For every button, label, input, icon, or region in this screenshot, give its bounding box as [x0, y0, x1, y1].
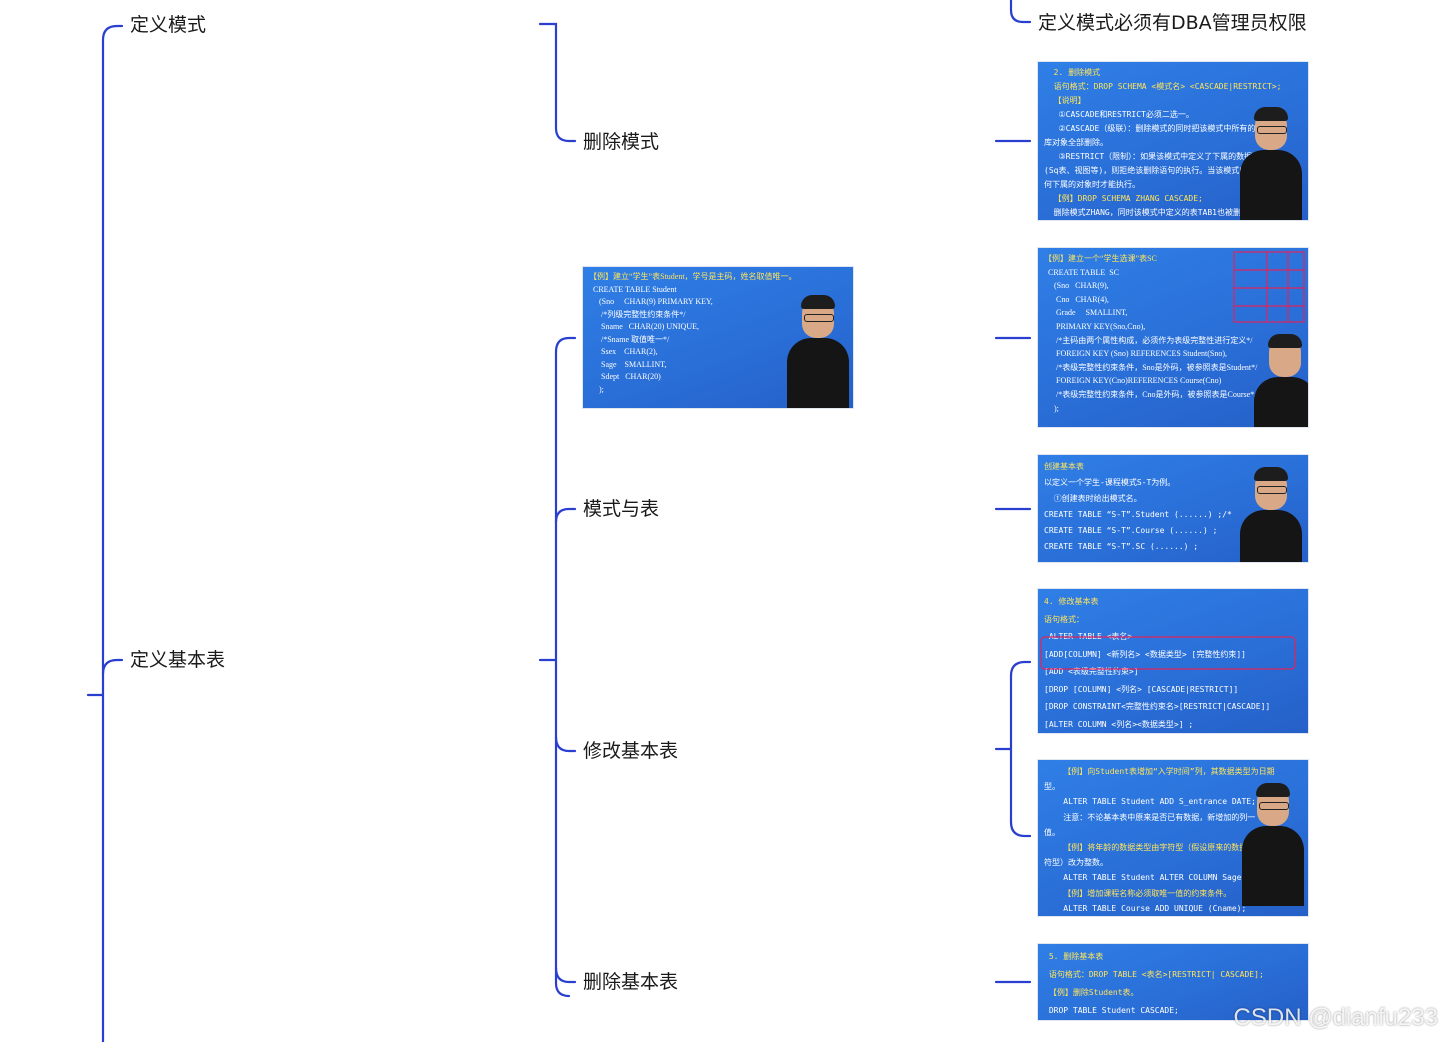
- slide-line: [ADD <表级完整性约束>]: [1044, 667, 1139, 676]
- slide-line: 注意：不论基本表中原来是否已有数据，新增加的列一: [1044, 812, 1256, 822]
- slide-line: [ADD[COLUMN] <新列名> <数据类型> [完整性约束]]: [1044, 649, 1246, 659]
- slide-line: );: [589, 384, 604, 394]
- slide-create-sc[interactable]: 【例】建立一个“学生选课”表SC CREATE TABLE SC (Sno CH…: [1038, 248, 1308, 427]
- slide-line: Ssex CHAR(2),: [589, 347, 658, 356]
- node-alter-table[interactable]: 修改基本表: [583, 740, 679, 762]
- slide-line: /*主码由两个属性构成，必须作为表级完整性进行定义*/: [1044, 335, 1253, 345]
- node-define-schema[interactable]: 定义模式: [130, 14, 207, 36]
- slide-line: 【例】建立“学生”表Student，学号是主码，姓名取值唯一。: [589, 272, 797, 281]
- slide-line: ②CASCADE（级联）：删除模式的同时把该模式中所有的数: [1044, 124, 1264, 133]
- presenter-image: [787, 295, 849, 408]
- slide-line: FOREIGN KEY (Sno) REFERENCES Student(Sno…: [1044, 349, 1228, 359]
- slide-text: 创建基本表以定义一个学生-课程模式S-T为例。 ①创建表时给出模式名。 CREAT…: [1044, 459, 1304, 555]
- slide-line: 何下属的对象时才能执行。: [1044, 180, 1140, 189]
- slide-line: Sname CHAR(20) UNIQUE,: [589, 322, 699, 331]
- connector-level1-trunk: [101, 24, 124, 1042]
- slide-line: ①CASCADE和RESTRICT必须二选一。: [1044, 110, 1194, 119]
- slide-line: Sdept CHAR(20): [589, 372, 661, 381]
- slide-line: /*Sname 取值唯一*/: [589, 334, 670, 344]
- slide-line: 语句格式：DROP TABLE <表名>[RESTRICT| CASCADE];: [1044, 970, 1264, 979]
- slide-text: 【例】建立“学生”表Student，学号是主码，姓名取值唯一。 CREATE T…: [589, 271, 849, 396]
- slide-line: /*表级完整性约束条件，Sno是外码，被参照表是Student*/: [1044, 362, 1258, 372]
- slide-line: 【例】将年龄的数据类型由字符型（假设原来的数据类型: [1044, 843, 1264, 853]
- slide-line: ALTER TABLE Course ADD UNIQUE (Cname);: [1044, 903, 1247, 913]
- connector-drop-table: [554, 966, 577, 984]
- node-define-table[interactable]: 定义基本表: [130, 649, 226, 671]
- slide-line: 【例】建立一个“学生选课”表SC: [1044, 254, 1157, 263]
- slide-line: 【例】增加课程名称必须取唯一值的约束条件。: [1044, 888, 1232, 898]
- slide-line: CREATE TABLE Student: [589, 284, 677, 294]
- slide-drop-schema[interactable]: 2. 删除模式 语句格式：DROP SCHEMA <模式名> <CASCADE|…: [1038, 62, 1308, 220]
- slide-line: DROP TABLE Student CASCADE;: [1044, 1006, 1179, 1015]
- slide-drop-table[interactable]: 5. 删除基本表 语句格式：DROP TABLE <表名>[RESTRICT| …: [1038, 944, 1308, 1020]
- connector-schema-and-table: [554, 507, 577, 524]
- slide-line: 2. 删除模式: [1044, 68, 1101, 77]
- slide-line: 库对象全部删除。: [1044, 138, 1108, 147]
- slide-line: CREATE TABLE “S-T”.Course (......) ;: [1044, 526, 1218, 535]
- slide-line: (Sno CHAR(9) PRIMARY KEY,: [589, 297, 713, 306]
- annotation-marks: [1040, 636, 1296, 670]
- slide-line: Grade SMALLINT,: [1044, 308, 1128, 318]
- slide-line: /*列级完整性约束条件*/: [589, 309, 686, 319]
- slide-text: 4. 修改基本表语句格式： ALTER TABLE <表名>[ADD[COLUM…: [1044, 593, 1304, 733]
- presenter-image: [1240, 467, 1302, 562]
- connector-define-table: [101, 658, 124, 676]
- slide-line: PRIMARY KEY(Sno,Cno),: [1044, 321, 1146, 331]
- slide-line: /*表级完整性约束条件，Cno是外码，被参照表是Course*/: [1044, 389, 1257, 399]
- slide-line: 符型）改为整数。: [1044, 858, 1108, 868]
- slide-line: [DROP [COLUMN] <列名> [CASCADE|RESTRICT]]: [1044, 684, 1239, 694]
- connector-level2-trunk: [554, 336, 577, 998]
- node-schema-and-table[interactable]: 模式与表: [583, 498, 660, 520]
- slide-line: 语句格式：DROP SCHEMA <模式名> <CASCADE|RESTRICT…: [1044, 82, 1282, 91]
- csdn-watermark: CSDN @dianfu233: [1233, 1004, 1438, 1031]
- slide-schema-table[interactable]: 创建基本表以定义一个学生-课程模式S-T为例。 ①创建表时给出模式名。 CREAT…: [1038, 455, 1308, 562]
- slide-alter-examples[interactable]: 【例】向Student表增加“入学时间”列，其数据类型为日期型。 ALTER T…: [1038, 760, 1308, 916]
- slide-text: 5. 删除基本表 语句格式：DROP TABLE <表名>[RESTRICT| …: [1044, 948, 1304, 1020]
- slide-line: (Sno CHAR(9),: [1044, 281, 1109, 291]
- slide-line: Cno CHAR(4),: [1044, 294, 1109, 304]
- connector-level2-trunk-upper: [538, 22, 577, 143]
- slide-line: 5. 删除基本表: [1044, 952, 1104, 961]
- slide-line: ①创建表时给出模式名。: [1044, 494, 1142, 503]
- slide-line: FOREIGN KEY(Cno)REFERENCES Course(Cno): [1044, 376, 1222, 386]
- slide-line: 以定义一个学生-课程模式S-T为例。: [1044, 478, 1176, 487]
- slide-line: ③RESTRICT（限制）：如果该模式中定义了下属的数据库对: [1044, 152, 1269, 161]
- connector-alter-branches: [1009, 660, 1032, 838]
- connector-dba-note: [1009, 0, 1032, 24]
- slide-create-student[interactable]: 【例】建立“学生”表Student，学号是主码，姓名取值唯一。 CREATE T…: [583, 267, 853, 408]
- slide-line: 值。: [1044, 827, 1060, 837]
- slide-line: (Sq表、视图等)，则拒绝该删除语句的执行。当该模式中没: [1044, 166, 1256, 175]
- slide-line: [DROP CONSTRAINT<完整性约束名>[RESTRICT|CASCAD…: [1044, 702, 1271, 711]
- slide-line: CREATE TABLE “S-T”.SC (......) ;: [1044, 542, 1199, 551]
- slide-line: 4. 修改基本表: [1044, 597, 1099, 606]
- slide-line: 【例】删除Student表。: [1044, 988, 1139, 997]
- slide-line: 删除模式ZHANG，同时该模式中定义的表TAB1也被删除。: [1044, 208, 1257, 217]
- connector-alter-table: [554, 735, 577, 753]
- node-drop-table[interactable]: 删除基本表: [583, 971, 679, 993]
- slide-line: CREATE TABLE SC: [1044, 267, 1119, 277]
- slide-line: Sage SMALLINT,: [589, 359, 667, 369]
- slide-line: CREATE TABLE “S-T”.Student (......) ;/*: [1044, 510, 1232, 519]
- slide-line: 【例】DROP SCHEMA ZHANG CASCADE;: [1044, 194, 1203, 203]
- slide-text: 2. 删除模式 语句格式：DROP SCHEMA <模式名> <CASCADE|…: [1044, 66, 1304, 220]
- slide-line: 型。: [1044, 782, 1060, 792]
- presenter-image: [1240, 107, 1302, 220]
- slide-line: ALTER TABLE Student ADD S_entrance DATE;: [1044, 797, 1256, 807]
- slide-text: 【例】建立一个“学生选课”表SC CREATE TABLE SC (Sno CH…: [1044, 252, 1304, 415]
- presenter-image: [1242, 783, 1304, 916]
- slide-line: [ALTER COLUMN <列名><数据类型>] ;: [1044, 719, 1194, 729]
- node-delete-schema[interactable]: 删除模式: [583, 131, 660, 153]
- node-dba-note[interactable]: 定义模式必须有DBA管理员权限: [1038, 12, 1307, 34]
- annotation-grid: [1233, 251, 1305, 323]
- slide-line: 创建基本表: [1044, 462, 1084, 471]
- slide-line: 语句格式：: [1044, 614, 1084, 624]
- slide-line: );: [1044, 403, 1059, 413]
- slide-alter-syntax[interactable]: 4. 修改基本表语句格式： ALTER TABLE <表名>[ADD[COLUM…: [1038, 589, 1308, 733]
- slide-line: 【例】向Student表增加“入学时间”列，其数据类型为日期: [1044, 767, 1275, 776]
- slide-line: 【说明】: [1044, 96, 1086, 105]
- presenter-image: [1254, 334, 1308, 427]
